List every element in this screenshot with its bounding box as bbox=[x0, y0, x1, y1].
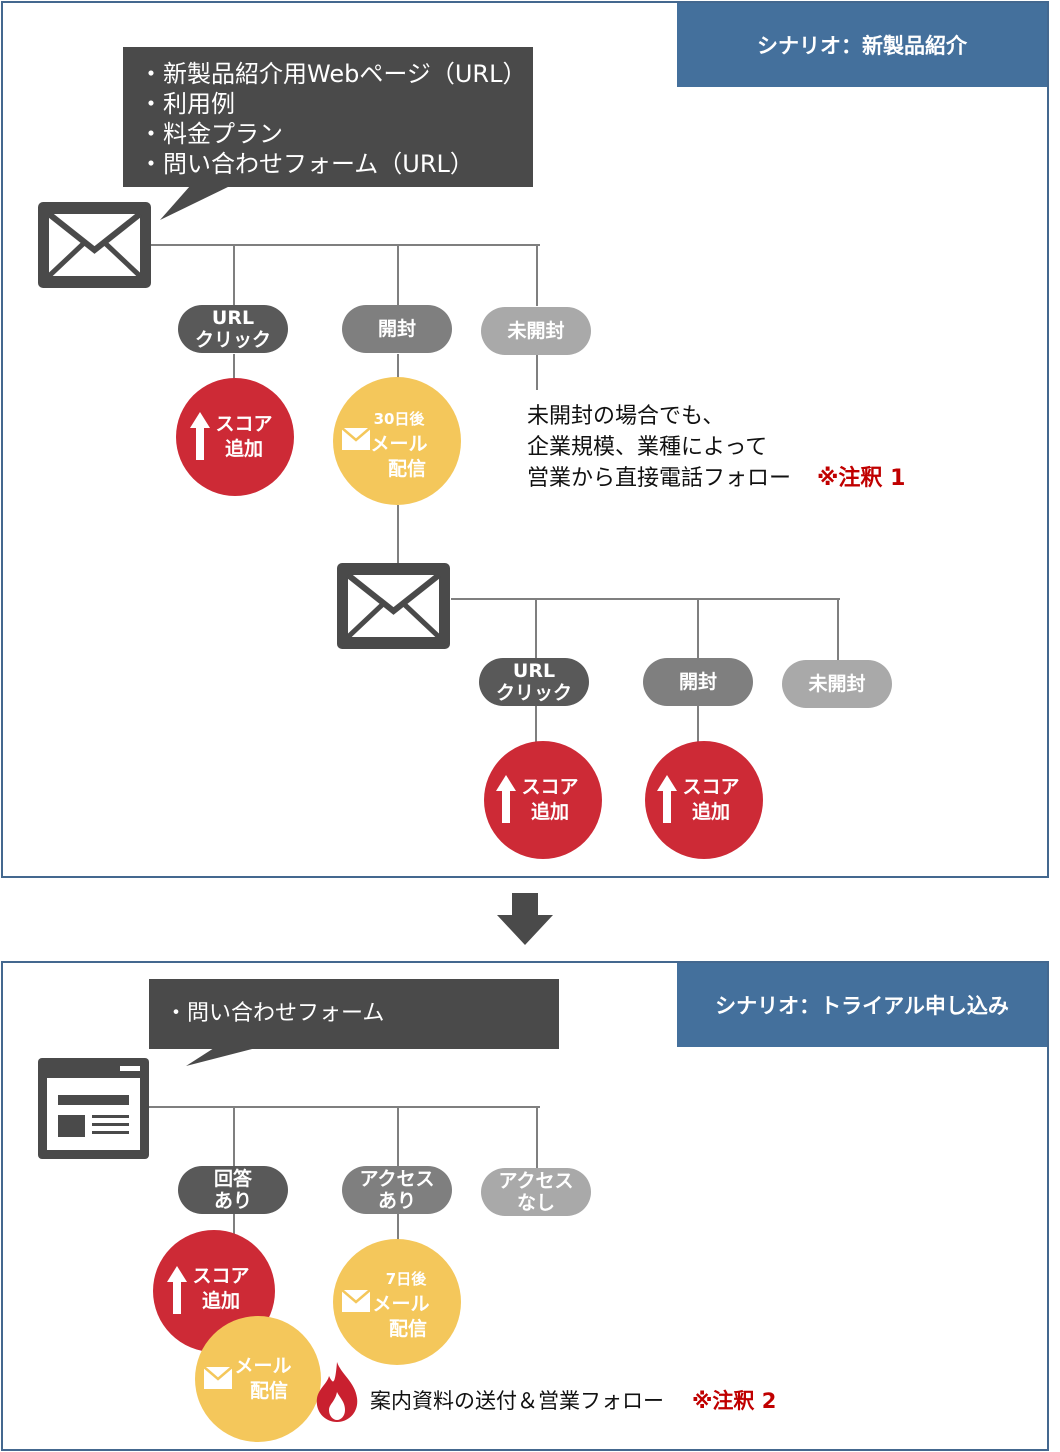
connector-line bbox=[536, 244, 538, 306]
pill-label: クリック bbox=[194, 329, 271, 351]
pill-label: URL bbox=[512, 660, 556, 682]
envelope-icon bbox=[203, 1366, 233, 1389]
pill-label: 開封 bbox=[678, 671, 717, 693]
score-add-circle: スコア 追加 bbox=[176, 378, 294, 496]
connector-line bbox=[397, 1106, 399, 1168]
envelope-icon bbox=[341, 427, 371, 450]
mail-delivery-circle: メール 配信 bbox=[195, 1316, 321, 1442]
connector-line bbox=[397, 1214, 399, 1242]
pill-label: 開封 bbox=[377, 318, 416, 340]
pill-label: あり bbox=[377, 1190, 416, 1212]
note-line: 未開封の場合でも、 bbox=[527, 404, 725, 429]
mail-delay-label: 7日後 bbox=[385, 1270, 427, 1288]
note-reference: ※注釈 2 bbox=[692, 1389, 777, 1413]
up-arrow-icon bbox=[190, 412, 210, 460]
up-arrow-icon bbox=[167, 1266, 187, 1314]
pill-label: 未開封 bbox=[808, 673, 866, 695]
pill-label: あり bbox=[213, 1190, 252, 1212]
connector-line bbox=[536, 1106, 538, 1168]
envelope-icon bbox=[341, 1289, 371, 1312]
score-label: スコア bbox=[521, 776, 579, 798]
bubble-item: ・新製品紹介用Webページ（URL） bbox=[139, 60, 527, 88]
mail-label: メール bbox=[370, 433, 428, 455]
score-label: スコア bbox=[682, 776, 740, 798]
connector-line bbox=[697, 598, 699, 658]
score-add-circle: スコア 追加 bbox=[645, 741, 763, 859]
no-access-pill: アクセスなし bbox=[481, 1168, 591, 1216]
bubble-item: ・利用例 bbox=[139, 90, 235, 118]
mail-label: 配信 bbox=[249, 1380, 288, 1402]
answered-pill: 回答あり bbox=[178, 1166, 288, 1214]
bubble-tail bbox=[186, 1048, 256, 1066]
down-arrow-icon bbox=[497, 893, 553, 945]
unopened-note: 未開封の場合でも、 企業規模、業種によって 営業から直接電話フォロー ※注釈 1 bbox=[527, 401, 967, 494]
score-label: 追加 bbox=[201, 1290, 240, 1312]
pill-label: アクセス bbox=[498, 1170, 574, 1192]
mail-delivery-circle: 30日後 メール 配信 bbox=[333, 377, 461, 505]
bubble-item: ・料金プラン bbox=[139, 120, 283, 148]
opened-pill: 開封 bbox=[643, 658, 753, 706]
connector-line bbox=[397, 505, 399, 567]
score-add-circle: スコア 追加 bbox=[484, 741, 602, 859]
envelope-icon bbox=[337, 563, 450, 649]
connector-line bbox=[397, 244, 399, 306]
pill-label: 回答 bbox=[213, 1168, 252, 1190]
mail-label: メール bbox=[234, 1355, 292, 1377]
mail-delivery-circle: 7日後 メール 配信 bbox=[333, 1239, 461, 1365]
pill-label: 未開封 bbox=[507, 320, 565, 342]
mail-delay-label: 30日後 bbox=[373, 410, 425, 428]
connector-line bbox=[397, 354, 399, 380]
content-bubble: ・新製品紹介用Webページ（URL） ・利用例 ・料金プラン ・問い合わせフォー… bbox=[123, 47, 533, 187]
bubble-tail bbox=[160, 186, 230, 220]
mail-label: 配信 bbox=[387, 458, 426, 480]
scenario-title: シナリオ：トライアル申し込み bbox=[677, 963, 1047, 1047]
note-line: 案内資料の送付＆営業フォロー bbox=[370, 1389, 664, 1413]
access-pill: アクセスあり bbox=[342, 1166, 452, 1214]
note-line: 企業規模、業種によって bbox=[527, 435, 768, 460]
unopened-pill: 未開封 bbox=[782, 660, 892, 708]
note-line: 営業から直接電話フォロー bbox=[527, 466, 792, 491]
connector-line bbox=[233, 354, 235, 380]
connector-line bbox=[535, 598, 537, 658]
connector-line bbox=[233, 1214, 235, 1234]
flame-icon bbox=[316, 1362, 358, 1422]
connector-line bbox=[536, 354, 538, 390]
scenario-title: シナリオ：新製品紹介 bbox=[677, 3, 1047, 87]
bubble-item: ・問い合わせフォーム bbox=[165, 1001, 385, 1026]
note-reference: ※注釈 1 bbox=[817, 466, 906, 491]
opened-pill: 開封 bbox=[342, 305, 452, 353]
up-arrow-icon bbox=[657, 775, 677, 823]
web-form-icon bbox=[38, 1058, 149, 1159]
follow-up-note: 案内資料の送付＆営業フォロー ※注釈 2 bbox=[370, 1386, 930, 1417]
score-label: スコア bbox=[192, 1265, 250, 1287]
score-label: 追加 bbox=[530, 801, 569, 823]
unopened-pill: 未開封 bbox=[481, 307, 591, 355]
score-label: 追加 bbox=[224, 438, 263, 460]
score-add-circle: スコア 追加 bbox=[153, 1230, 275, 1352]
pill-label: URL bbox=[211, 307, 255, 329]
connector-line bbox=[233, 1106, 235, 1168]
connector-line bbox=[233, 244, 235, 306]
mail-label: 配信 bbox=[388, 1318, 427, 1340]
connector-line bbox=[697, 706, 699, 744]
bubble-item: ・問い合わせフォーム（URL） bbox=[139, 150, 474, 178]
connector-line bbox=[151, 244, 540, 246]
connector-line bbox=[837, 598, 839, 660]
up-arrow-icon bbox=[496, 775, 516, 823]
pill-label: なし bbox=[516, 1192, 555, 1214]
pill-label: アクセス bbox=[359, 1168, 435, 1190]
connector-line bbox=[451, 598, 840, 600]
mail-label: メール bbox=[372, 1293, 430, 1315]
score-label: スコア bbox=[215, 413, 273, 435]
content-bubble: ・問い合わせフォーム bbox=[149, 979, 559, 1049]
envelope-icon bbox=[38, 202, 151, 288]
connector-line bbox=[149, 1106, 540, 1108]
score-label: 追加 bbox=[691, 801, 730, 823]
pill-label: クリック bbox=[495, 682, 572, 704]
connector-line bbox=[535, 706, 537, 744]
